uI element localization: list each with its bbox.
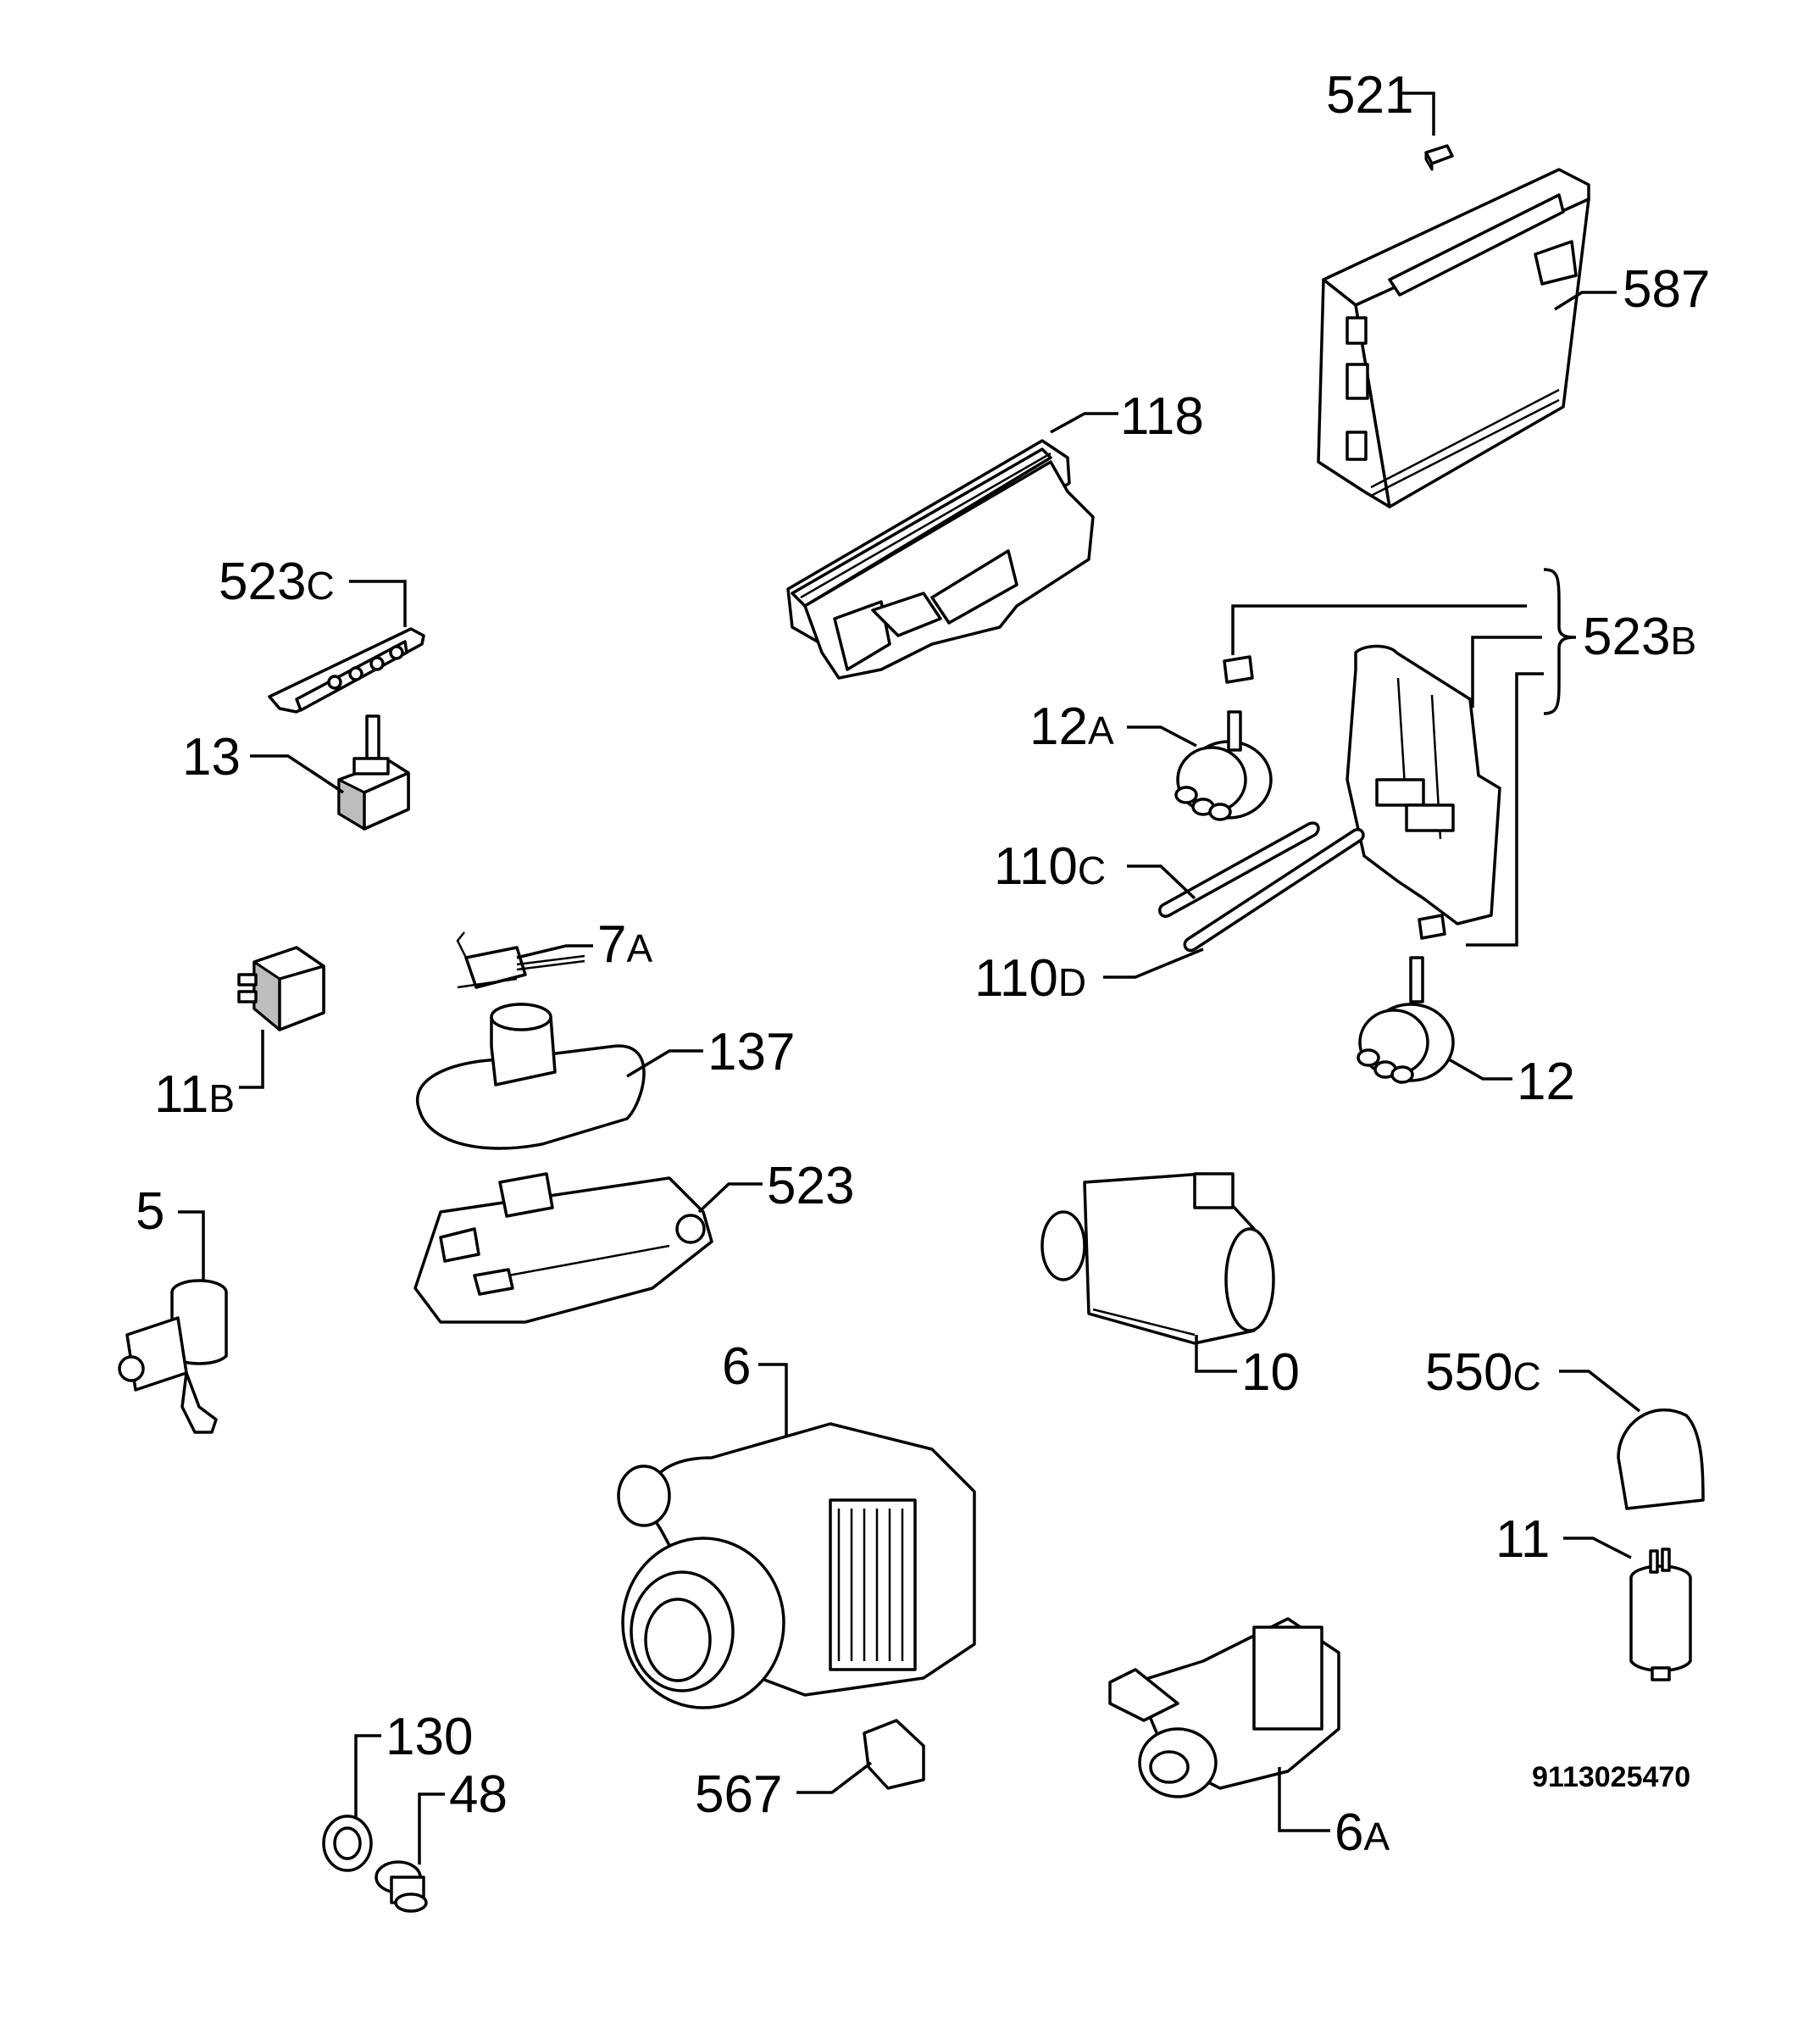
part-10-heater	[1040, 1172, 1275, 1345]
label-550c: 550C	[1425, 1343, 1541, 1402]
leader-12a	[1127, 725, 1197, 747]
part-137-cover	[416, 1003, 646, 1150]
leader-11b	[239, 1030, 264, 1089]
part-6a-drain-pump	[1108, 1617, 1340, 1798]
label-11b: 11B	[154, 1065, 235, 1124]
label-118: 118	[1120, 387, 1204, 446]
label-137: 137	[707, 1023, 795, 1081]
part-587-control-module	[1317, 168, 1590, 508]
leader-523c	[349, 580, 407, 627]
label-587: 587	[1623, 260, 1710, 319]
part-523-housing-base	[413, 1172, 713, 1324]
brace-523b	[1543, 568, 1577, 715]
leader-118	[1050, 412, 1118, 434]
label-521: 521	[1326, 66, 1413, 125]
leader-48	[418, 1792, 445, 1864]
part-523b-nut-lower	[1418, 914, 1446, 940]
callout-labels: 521 587 118 523C 523B 13 12A 110C 110D 7…	[136, 66, 1710, 1862]
part-118-programmer-housing	[786, 439, 1095, 680]
label-6: 6	[722, 1337, 751, 1396]
part-523c-bracket	[268, 627, 425, 714]
leader-523	[697, 1182, 763, 1214]
document-number: 9113025470	[1532, 1761, 1690, 1793]
part-521-clip	[1424, 144, 1454, 171]
leader-550c	[1559, 1370, 1641, 1413]
label-6a: 6A	[1334, 1803, 1390, 1862]
part-11b-relay	[237, 946, 325, 1031]
part-12-pressure-switch	[1357, 956, 1455, 1084]
leader-137	[626, 1049, 703, 1078]
leader-5	[178, 1210, 205, 1280]
label-48: 48	[449, 1765, 508, 1824]
leader-13	[250, 754, 344, 794]
leader-110c	[1127, 864, 1196, 900]
label-130: 130	[386, 1708, 473, 1766]
label-10: 10	[1241, 1343, 1300, 1402]
leader-130	[354, 1734, 381, 1818]
part-550c-cap	[1617, 1409, 1705, 1510]
label-12: 12	[1517, 1053, 1575, 1111]
part-11-capacitor	[1629, 1548, 1692, 1681]
part-523b-pressure-chamber	[1346, 644, 1501, 925]
label-567: 567	[695, 1765, 782, 1824]
leader-10	[1195, 1335, 1237, 1373]
part-48-plug	[375, 1860, 428, 1913]
leader-110d	[1103, 948, 1204, 979]
leader-lines	[178, 92, 1641, 1864]
leader-12	[1448, 1058, 1512, 1081]
label-110d: 110D	[974, 949, 1086, 1008]
part-13-switch	[337, 714, 410, 831]
part-6-circulation-pump	[617, 1422, 976, 1709]
part-7a-clip	[456, 931, 585, 989]
label-523c: 523C	[219, 553, 335, 611]
leader-11	[1563, 1537, 1632, 1559]
part-110c-tube	[1158, 821, 1320, 918]
leader-6a	[1278, 1767, 1330, 1832]
label-523b: 523B	[1583, 608, 1696, 666]
leader-521	[1401, 92, 1435, 136]
part-12a-pressure-switch	[1174, 710, 1273, 821]
part-523b-nut-upper	[1223, 655, 1254, 684]
leader-6	[758, 1363, 788, 1437]
leader-523b-c	[1466, 672, 1544, 947]
leader-7a	[516, 944, 593, 959]
part-567-clip	[863, 1719, 925, 1790]
label-7a: 7A	[597, 915, 652, 974]
leader-587	[1554, 291, 1617, 311]
label-12a: 12A	[1029, 697, 1114, 756]
part-130-seal-ring	[322, 1814, 373, 1872]
leader-523b-b	[1471, 636, 1542, 708]
leader-567	[796, 1761, 873, 1794]
label-5: 5	[136, 1182, 164, 1241]
label-11: 11	[1495, 1510, 1550, 1569]
label-110c: 110C	[994, 837, 1106, 896]
label-523: 523	[767, 1157, 854, 1215]
part-5-inlet-valve	[118, 1279, 228, 1434]
label-13: 13	[182, 728, 241, 786]
leader-523b-a	[1231, 604, 1527, 655]
part-110d-tube	[1183, 828, 1365, 953]
